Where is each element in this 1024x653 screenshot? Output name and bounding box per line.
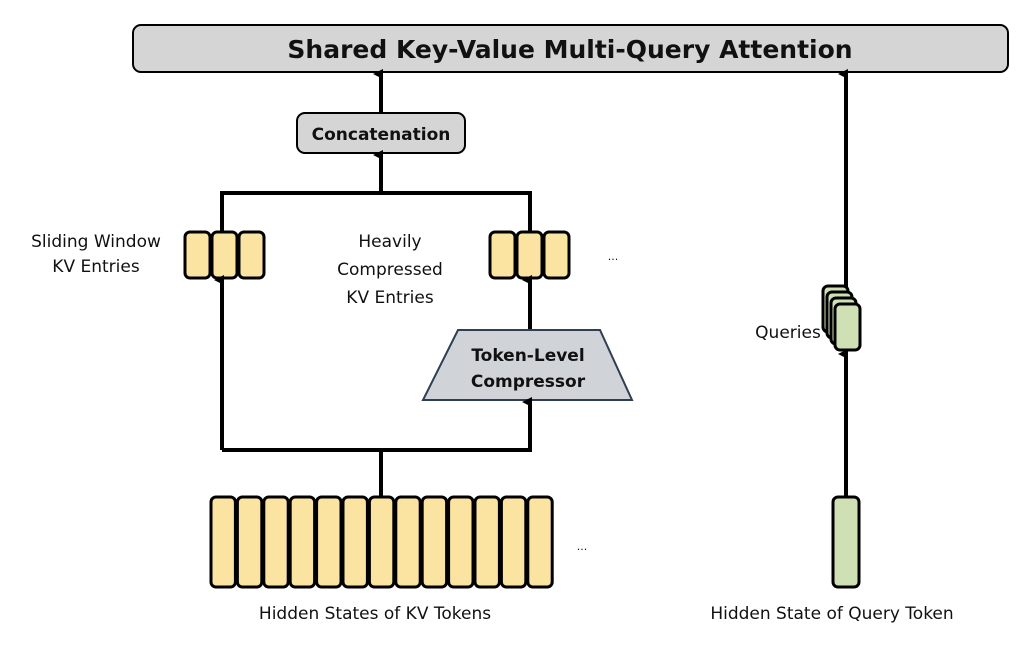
kv-token-cell (526, 495, 554, 589)
kv-entry-cell (210, 230, 239, 280)
query-cell (833, 302, 862, 352)
svg-text:Token-Level: Token-Level (471, 346, 584, 366)
kv-token-cell (473, 495, 501, 589)
svg-text:KV Entries: KV Entries (346, 288, 434, 308)
kv-token-cell (420, 495, 449, 589)
kv-token-cell (262, 495, 290, 589)
query-token-hidden-state (831, 495, 861, 589)
kv-token-cell (235, 495, 264, 589)
split-connector (222, 397, 532, 497)
kv-token-cell (499, 495, 528, 589)
svg-text:Compressor: Compressor (471, 372, 586, 392)
kv-tokens-label: Hidden States of KV Tokens (259, 604, 491, 624)
sliding-window-label: Sliding Window KV Entries (31, 232, 161, 277)
svg-text:Sliding Window: Sliding Window (31, 232, 161, 252)
queries-label: Queries (755, 323, 821, 343)
kv-entry-cell (488, 230, 517, 280)
sliding-window-kv-entries (183, 230, 266, 280)
concatenation-label: Concatenation (312, 125, 451, 145)
kv-token-cell (341, 495, 369, 589)
compressed-kv-entries (488, 230, 571, 280)
kv-token-hidden-states (209, 495, 554, 589)
kv-token-cell (367, 495, 396, 589)
token-level-compressor: Token-Level Compressor (421, 329, 634, 401)
svg-text:Heavily: Heavily (358, 232, 421, 252)
kv-token-cell (288, 495, 317, 589)
kv-tokens-ellipsis: ... (577, 540, 588, 553)
merge-connector (220, 150, 532, 232)
kv-token-cell (447, 495, 475, 589)
compressed-label: Heavily Compressed KV Entries (337, 232, 443, 308)
concatenation-box: Concatenation (296, 112, 466, 154)
kv-entry-cell (515, 230, 544, 280)
kv-entry-cell (542, 230, 571, 280)
kv-entry-cell (237, 230, 266, 280)
kv-token-cell (394, 495, 422, 589)
kv-entry-cell (183, 230, 212, 280)
query-token-label: Hidden State of Query Token (710, 604, 953, 624)
attention-title: Shared Key-Value Multi-Query Attention (287, 35, 852, 64)
kv-token-cell (315, 495, 343, 589)
kv-token-cell (209, 495, 237, 589)
svg-text:Compressed: Compressed (337, 260, 443, 280)
queries-stack (821, 284, 862, 352)
compressed-ellipsis: ... (608, 250, 619, 263)
attention-box: Shared Key-Value Multi-Query Attention (132, 24, 1009, 73)
svg-text:KV Entries: KV Entries (52, 257, 140, 277)
